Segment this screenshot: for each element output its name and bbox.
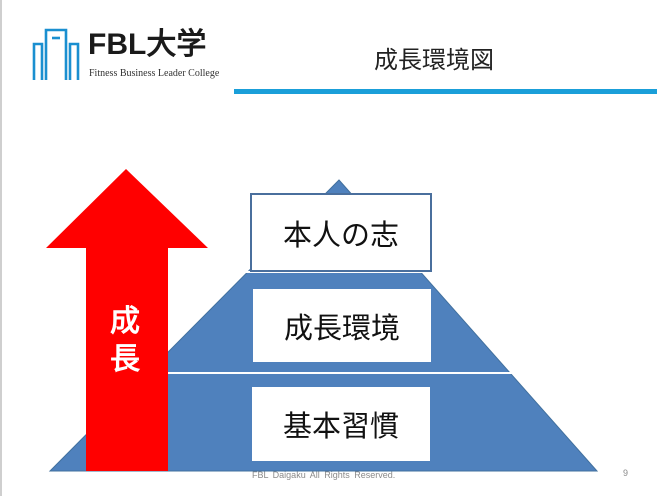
tier-basic-habits: 基本習慣 bbox=[252, 387, 430, 461]
logo: FBL大学 Fitness Business Leader College bbox=[32, 24, 222, 84]
tier-growth-environment: 成長環境 bbox=[253, 289, 431, 362]
logo-subtitle: Fitness Business Leader College bbox=[89, 68, 220, 79]
page-number: 9 bbox=[623, 468, 629, 478]
tier-aspiration: 本人の志 bbox=[250, 193, 432, 272]
arrow-label-char-2: 長 bbox=[110, 342, 140, 377]
arrow-label: 成 長 bbox=[105, 303, 145, 379]
growth-arrow bbox=[46, 169, 208, 471]
building-logo-icon bbox=[32, 28, 80, 80]
arrow-label-char-1: 成 bbox=[110, 304, 140, 339]
footer-copyright: FBL Daigaku All Rights Reserved. bbox=[252, 470, 396, 480]
slide-left-rule bbox=[0, 0, 2, 496]
title-underline bbox=[234, 89, 657, 94]
slide-title: 成長環境図 bbox=[374, 46, 494, 74]
logo-brand-text: FBL大学 bbox=[88, 28, 207, 61]
